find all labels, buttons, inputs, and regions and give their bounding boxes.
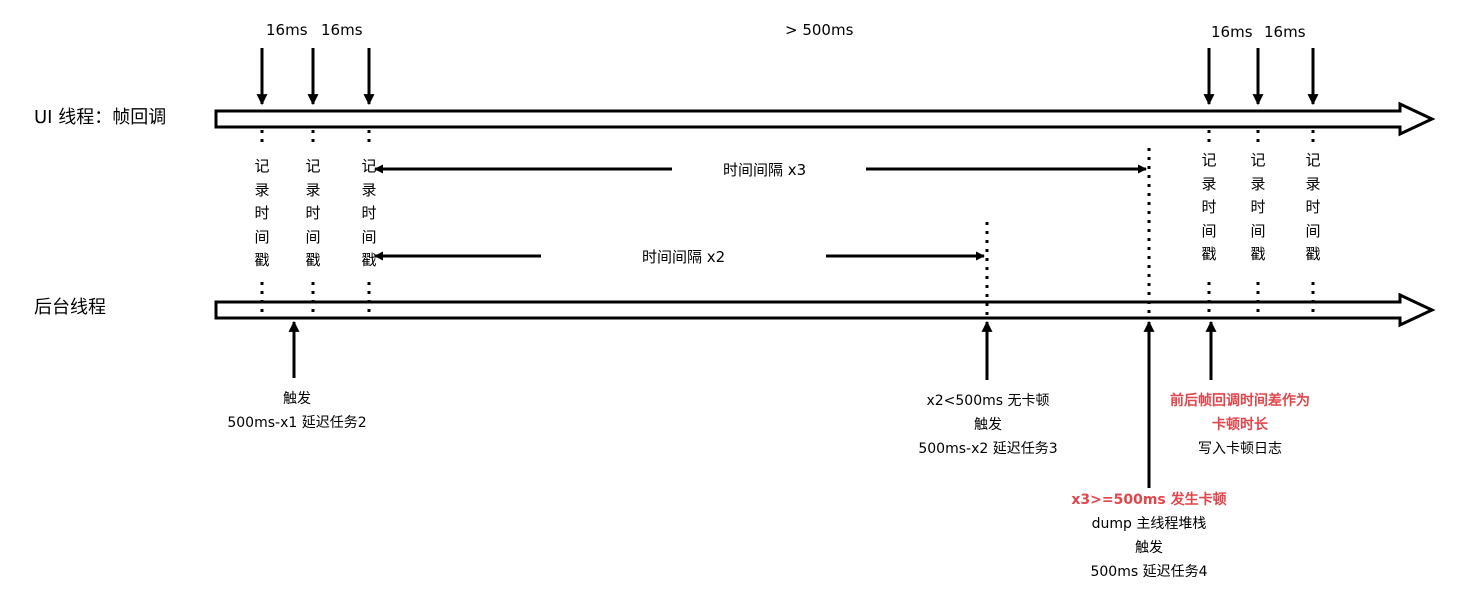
record-char: 记: [1250, 151, 1266, 169]
record-char: 记: [361, 157, 377, 175]
record-char: 时: [305, 204, 321, 222]
record-timestamp-6: 记录时间戳: [1303, 149, 1323, 267]
record-char: 间: [1250, 221, 1266, 240]
frame-interval-label-3: 16ms: [1211, 23, 1253, 41]
record-char: 录: [1201, 174, 1217, 193]
record-char: 间: [361, 227, 377, 246]
record-char: 间: [1305, 221, 1321, 240]
note-jank-detected: x3>=500ms 发生卡顿 dump 主线程堆栈 触发 500ms 延迟任务4: [1071, 488, 1226, 584]
record-char: 时: [254, 204, 270, 222]
frame-interval-label-4: 16ms: [1264, 23, 1306, 41]
note-line: 500ms-x1 延迟任务2: [227, 415, 367, 431]
jank-duration-highlight: 前后帧回调时间差作为: [1170, 393, 1310, 409]
record-timestamp-3: 记录时间戳: [359, 155, 379, 273]
record-timestamp-5: 记录时间戳: [1248, 149, 1268, 267]
note-line: 触发: [282, 391, 311, 407]
trigger-arrows: [288, 320, 1217, 488]
record-char: 戳: [1201, 245, 1217, 263]
note-jank-duration: 前后帧回调时间差作为 卡顿时长 写入卡顿日志: [1170, 389, 1310, 461]
record-char: 录: [361, 180, 377, 199]
background-thread-label: 后台线程: [34, 297, 106, 318]
record-char: 间: [305, 227, 321, 246]
interval-x2-label: 时间间隔 x2: [642, 248, 726, 266]
record-char: 时: [1305, 198, 1321, 216]
interval-arrows: [374, 164, 1147, 261]
record-timestamp-1: 记录时间戳: [252, 155, 272, 273]
record-timestamp-2: 记录时间戳: [303, 155, 323, 273]
background-thread-timeline: [214, 292, 1436, 328]
dotted-guides: [260, 130, 1315, 318]
ui-thread-timeline: [214, 101, 1436, 137]
record-char: 时: [1201, 198, 1217, 216]
note-line: dump 主线程堆栈: [1091, 516, 1207, 532]
record-char: 戳: [305, 251, 321, 269]
note-line: 500ms-x2 延迟任务3: [918, 441, 1058, 457]
record-char: 记: [254, 157, 270, 175]
interval-x3-label: 时间间隔 x3: [723, 161, 807, 179]
jank-duration-highlight: 卡顿时长: [1212, 417, 1268, 433]
record-char: 记: [305, 157, 321, 175]
record-char: 间: [254, 227, 270, 246]
record-char: 录: [254, 180, 270, 199]
record-char: 戳: [361, 251, 377, 269]
note-line: 500ms 延迟任务4: [1090, 564, 1208, 580]
note-delay-task-2: 触发 500ms-x1 延迟任务2: [227, 387, 366, 435]
frame-interval-label-1: 16ms: [266, 21, 308, 39]
note-delay-task-3: x2<500ms 无卡顿 触发 500ms-x2 延迟任务3: [918, 389, 1057, 461]
note-line: 写入卡顿日志: [1198, 441, 1282, 457]
record-char: 记: [1201, 151, 1217, 169]
frame-arrows: [256, 48, 1319, 106]
ui-thread-label: UI 线程：帧回调: [34, 107, 167, 128]
record-timestamp-4: 记录时间戳: [1199, 149, 1219, 267]
record-char: 戳: [1305, 245, 1321, 263]
record-char: 时: [1250, 198, 1266, 216]
record-char: 录: [1250, 174, 1266, 193]
record-char: 录: [1305, 174, 1321, 193]
note-line: 触发: [1134, 540, 1163, 556]
long-gap-label: > 500ms: [785, 21, 854, 39]
record-char: 戳: [1250, 245, 1266, 263]
record-char: 时: [361, 204, 377, 222]
note-line: 触发: [973, 417, 1002, 433]
jank-detected-highlight: x3>=500ms 发生卡顿: [1071, 492, 1227, 508]
record-char: 戳: [254, 251, 270, 269]
record-char: 记: [1305, 151, 1321, 169]
frame-interval-label-2: 16ms: [321, 21, 363, 39]
record-char: 间: [1201, 221, 1217, 240]
record-char: 录: [305, 180, 321, 199]
note-line: x2<500ms 无卡顿: [926, 393, 1050, 409]
